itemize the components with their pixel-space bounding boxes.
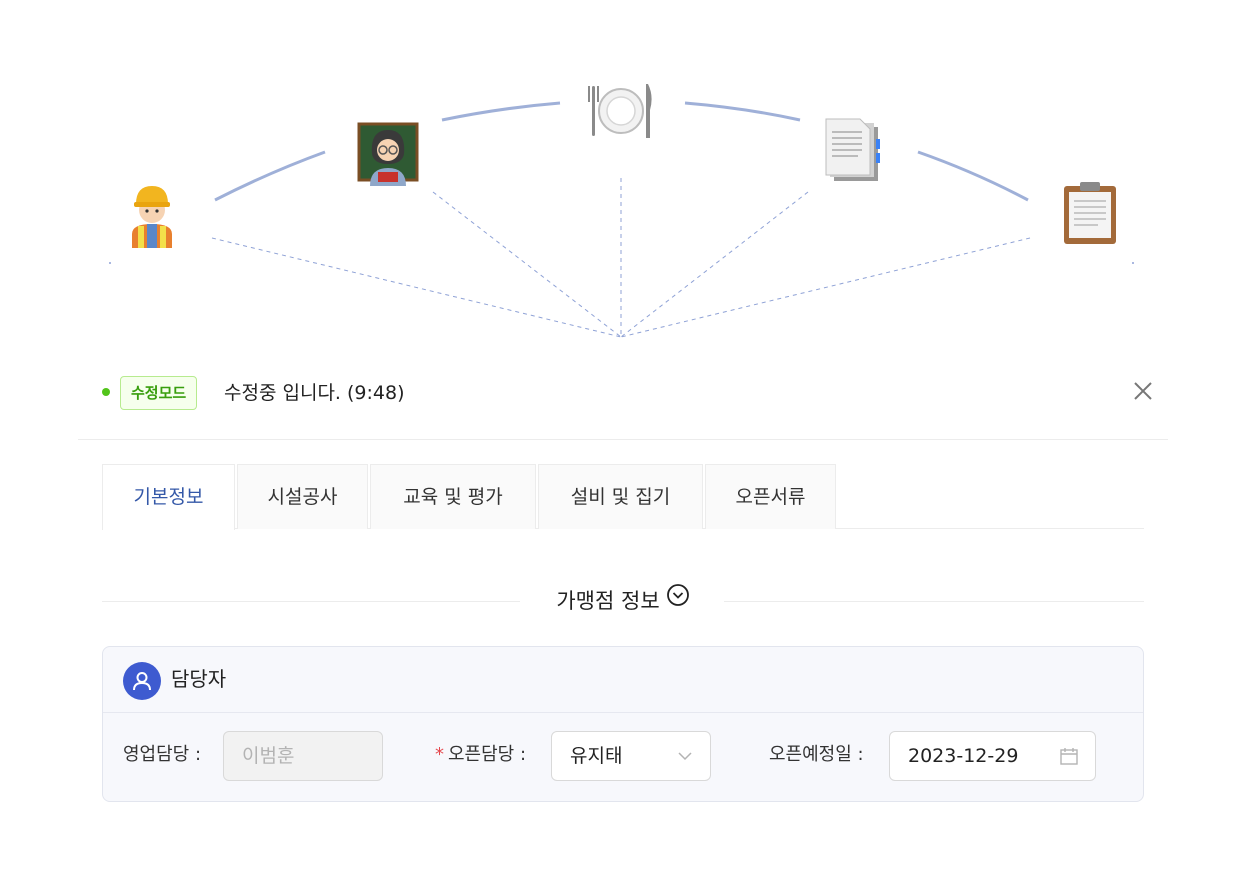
required-asterisk: * xyxy=(435,744,444,765)
tab-equipment-fixtures[interactable]: 설비 및 집기 xyxy=(538,464,703,529)
arc-spoke xyxy=(620,237,1031,338)
section-header: 가맹점 정보 xyxy=(102,584,1144,618)
tab-bar: 기본정보 시설공사 교육 및 평가 설비 및 집기 오픈서류 xyxy=(102,464,1144,530)
fork-knife-plate-icon xyxy=(586,76,656,146)
arc-segment xyxy=(214,150,326,202)
arc-spoke xyxy=(620,191,809,338)
arc-spoke xyxy=(432,191,622,338)
construction-worker-icon xyxy=(117,178,187,248)
teacher-icon xyxy=(353,116,423,186)
calendar-icon xyxy=(1060,748,1078,765)
arc-segment xyxy=(441,101,561,122)
tab-basic-info[interactable]: 기본정보 xyxy=(102,464,235,530)
tab-facility-construction[interactable]: 시설공사 xyxy=(237,464,368,529)
edit-status-bar: 수정모드 수정중 입니다. (9:48) xyxy=(78,366,1168,440)
arc-end-dot xyxy=(1132,262,1134,264)
close-icon xyxy=(1134,382,1152,400)
arc-end-dot xyxy=(109,262,111,264)
clipboard-icon xyxy=(1055,178,1125,248)
manager-card-title: 담당자 xyxy=(171,667,227,691)
section-divider-left xyxy=(102,601,520,602)
user-icon xyxy=(123,662,161,700)
open-manager-label-wrap: *오픈담당 : xyxy=(435,741,526,769)
sales-manager-label: 영업담당 : xyxy=(123,744,202,765)
arc-segment xyxy=(917,150,1029,202)
open-date-label: 오픈예정일 : xyxy=(769,744,864,765)
open-manager-label: 오픈담당 : xyxy=(448,744,527,765)
manager-card-header: 담당자 xyxy=(103,647,1143,713)
section-title-toggle[interactable]: 가맹점 정보 xyxy=(102,584,1144,618)
progress-arc xyxy=(0,0,1243,350)
arc-spoke xyxy=(211,237,622,338)
tab-open-documents[interactable]: 오픈서류 xyxy=(705,464,836,529)
tab-education-evaluation[interactable]: 교육 및 평가 xyxy=(370,464,536,529)
open-date-picker[interactable]: 2023-12-29 xyxy=(889,731,1096,781)
manager-card: 담당자 영업담당 : 이범훈 *오픈담당 : 유지태 오픈예정일 : 2023-… xyxy=(102,646,1144,802)
sales-manager-input: 이범훈 xyxy=(223,731,383,781)
arc-segment xyxy=(684,101,801,122)
section-title: 가맹점 정보 xyxy=(556,589,660,613)
section-divider-right xyxy=(724,601,1144,602)
close-button[interactable] xyxy=(1128,376,1158,406)
document-pages-icon xyxy=(818,116,888,186)
status-dot xyxy=(102,388,110,396)
arc-lines xyxy=(109,101,1134,338)
open-date-value: 2023-12-29 xyxy=(908,745,1019,767)
open-manager-value: 유지태 xyxy=(570,745,623,767)
edit-mode-badge: 수정모드 xyxy=(120,376,198,410)
chevron-down-icon xyxy=(678,752,692,761)
chevron-down-circle-icon xyxy=(666,583,690,617)
open-manager-select[interactable]: 유지태 xyxy=(551,731,711,781)
edit-status-message: 수정중 입니다. (9:48) xyxy=(224,382,405,404)
